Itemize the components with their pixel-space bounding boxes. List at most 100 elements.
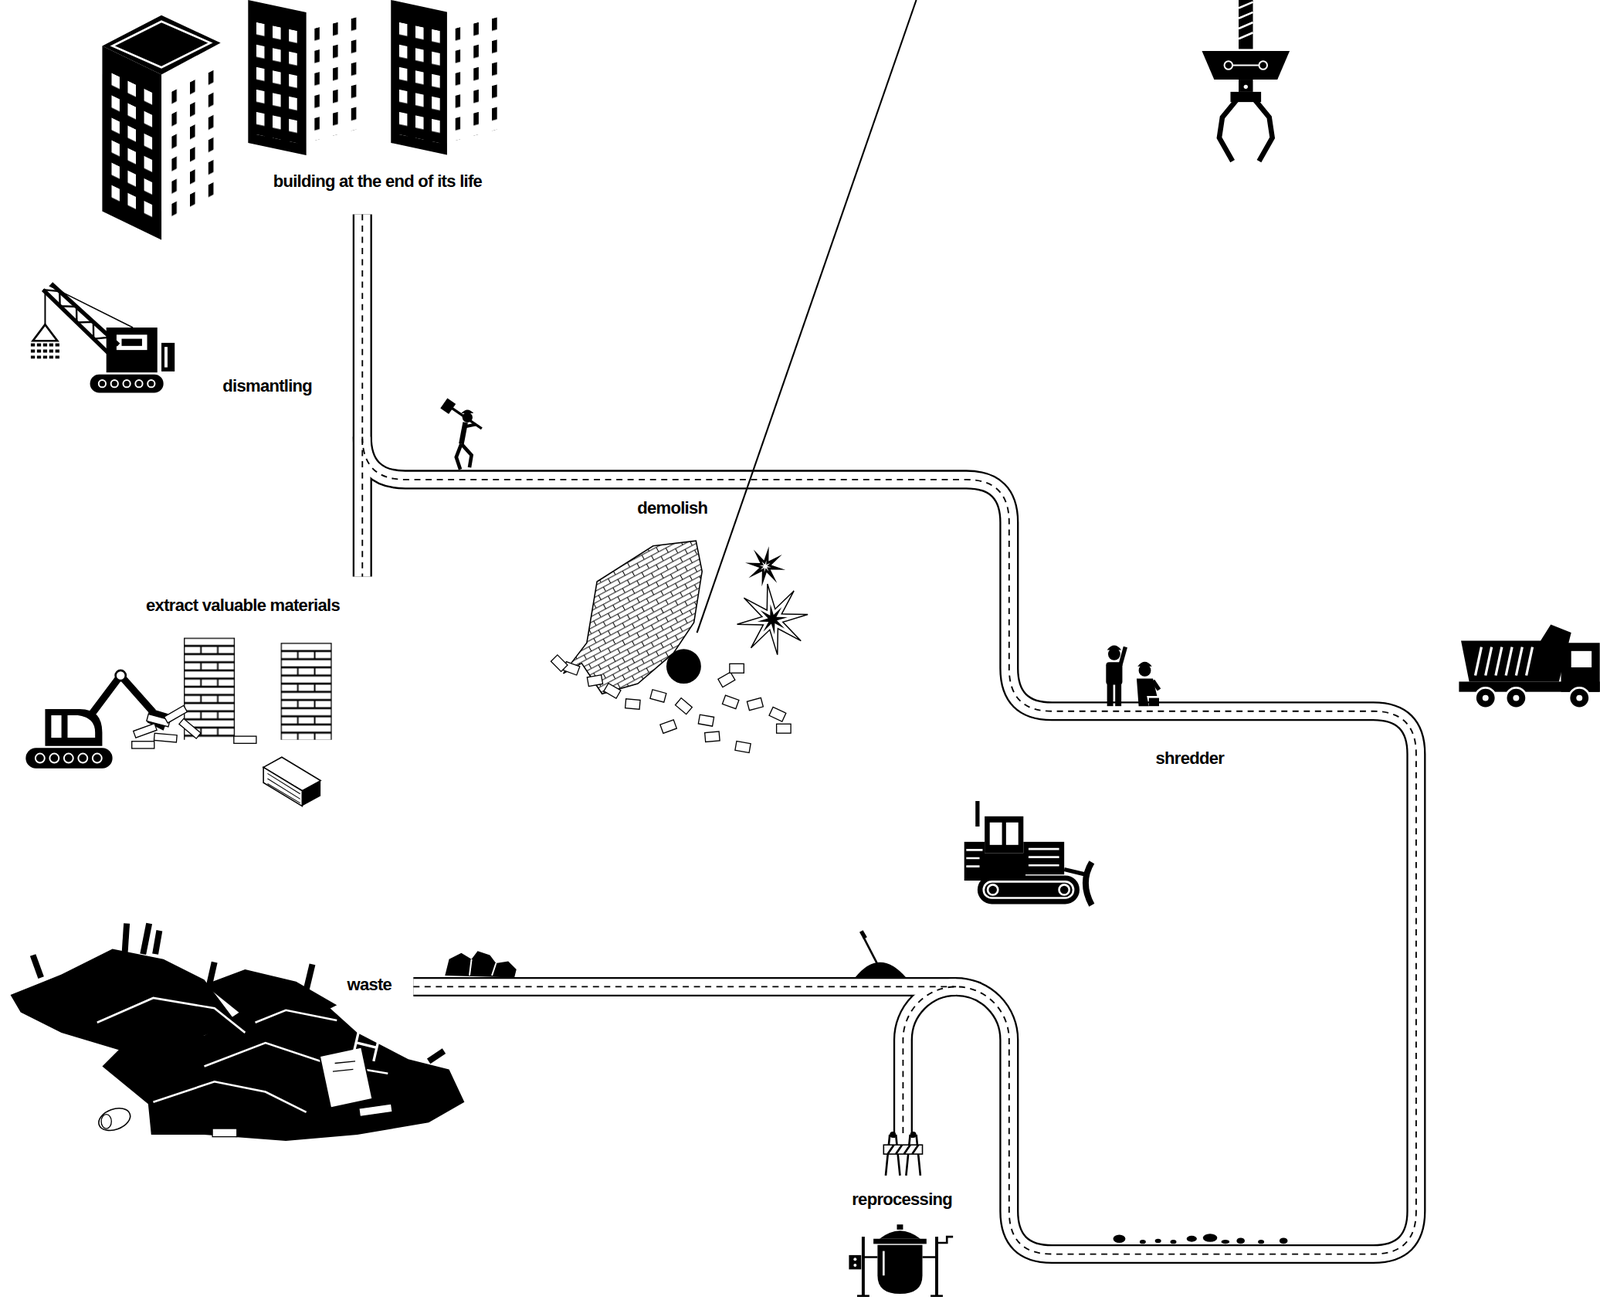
excavator-icon	[25, 747, 112, 768]
road	[352, 213, 373, 577]
building-icon	[314, 16, 360, 141]
excavator-icon	[67, 715, 95, 738]
reprocessing-machine-icon	[882, 1250, 885, 1276]
rubble-icon	[1113, 1233, 1126, 1243]
building-icon	[111, 72, 159, 228]
barrier-icon	[883, 1144, 923, 1154]
jenga-tower-icon	[263, 766, 302, 806]
wrecking-ball-icon	[586, 674, 603, 687]
building-icon	[256, 22, 302, 145]
waste-pile-icon	[255, 1010, 338, 1023]
road	[413, 978, 956, 994]
wrecking-ball-icon	[755, 601, 790, 637]
waste-pile-icon	[359, 1103, 393, 1116]
building-icon	[101, 45, 162, 240]
stage-label: reprocessing	[851, 1190, 953, 1208]
bulldozer-icon	[1028, 848, 1060, 865]
bulldozer-icon	[989, 822, 1003, 845]
waste-pile-icon	[306, 963, 313, 990]
road	[362, 213, 1417, 1254]
building-icon	[171, 67, 217, 224]
waste-pile-icon	[319, 1047, 373, 1109]
dump-truck-icon	[1505, 687, 1526, 708]
rubble-icon	[1155, 1238, 1162, 1243]
workers-icon	[1149, 698, 1160, 707]
grabber-claw-icon	[1244, 84, 1248, 89]
excavator-icon	[115, 670, 126, 681]
reprocessing-machine-icon	[879, 1230, 921, 1239]
bulldozer-icon	[964, 800, 1092, 906]
reprocessing-machine-icon	[848, 1223, 953, 1295]
grabber-claw-icon	[1238, 2, 1253, 40]
stage-label: shredder	[1155, 749, 1225, 767]
stage-label: building at the end of its life	[273, 172, 482, 190]
road	[362, 213, 1417, 1254]
worker-hammer-icon	[440, 397, 456, 414]
excavator-icon	[50, 715, 62, 738]
rubble-icon	[444, 929, 1288, 1244]
building-icon	[399, 22, 445, 145]
waste-pile-icon	[428, 1050, 445, 1062]
dump-truck-icon	[1560, 642, 1600, 692]
excavator-icon	[49, 753, 59, 763]
rubble-icon	[1203, 1233, 1217, 1242]
road	[413, 986, 956, 988]
rubble-icon	[1236, 1237, 1245, 1244]
building-icon	[454, 16, 500, 141]
rubble-icon	[859, 929, 868, 939]
road	[362, 213, 1417, 1254]
building-icon	[101, 0, 500, 240]
bulldozer-icon	[977, 874, 1080, 904]
bulldozer-icon	[984, 816, 1024, 854]
reprocessing-machine-icon	[896, 1223, 903, 1230]
wrecking-ball-icon	[625, 698, 641, 709]
rubble-icon	[1221, 1239, 1231, 1244]
crane-icon	[147, 379, 155, 387]
waste-pile-icon	[97, 997, 388, 1112]
jenga-tower-icon	[132, 637, 333, 807]
rubble-icon	[854, 962, 906, 978]
bulldozer-icon	[1085, 861, 1092, 905]
worker-hammer-icon	[461, 422, 465, 445]
road	[362, 213, 1417, 1254]
wrecking-ball-icon	[718, 671, 736, 688]
crane-icon	[98, 379, 156, 387]
reprocessing-machine-icon	[930, 1294, 943, 1297]
dump-truck-icon	[1482, 694, 1489, 702]
dump-truck-icon	[1475, 687, 1496, 708]
excavator-icon	[25, 670, 170, 769]
bulldozer-icon	[1059, 884, 1070, 895]
building-icon	[256, 22, 302, 145]
jenga-tower-icon	[183, 637, 235, 740]
jenga-tower-icon	[132, 705, 257, 749]
worker-hammer-icon	[440, 397, 482, 469]
grabber-claw-icon	[1238, 0, 1253, 49]
crane-icon	[30, 355, 60, 359]
wrecking-ball-icon	[698, 714, 714, 726]
jenga-tower-icon	[281, 642, 333, 739]
stage-label: demolish	[637, 499, 708, 517]
jenga-tower-icon	[301, 780, 321, 807]
rubble-icon	[1257, 1239, 1265, 1244]
reprocessing-machine-icon	[936, 1236, 953, 1243]
wrecking-ball-icon	[722, 694, 739, 709]
jenga-tower-icon	[233, 735, 257, 743]
bulldozer-icon	[983, 881, 1074, 898]
rubble-icon	[1139, 1239, 1146, 1244]
reprocessing-machine-icon	[863, 1255, 937, 1258]
wrecking-ball-icon	[550, 0, 916, 753]
excavator-icon	[92, 753, 102, 763]
crane-icon	[30, 283, 175, 393]
crane-icon	[30, 345, 60, 358]
dump-truck-icon	[1475, 687, 1590, 708]
waste-pile-icon	[101, 1114, 112, 1129]
waste-pile-icon	[332, 1061, 356, 1072]
dump-truck-icon	[1512, 694, 1519, 702]
grabber-claw-icon	[1258, 61, 1268, 70]
road	[362, 436, 1417, 1254]
barrier-icon	[885, 1134, 921, 1176]
jenga-tower-icon	[153, 732, 177, 743]
building-icon	[101, 45, 162, 240]
building-icon	[314, 16, 360, 141]
wrecking-ball-icon	[697, 0, 917, 633]
